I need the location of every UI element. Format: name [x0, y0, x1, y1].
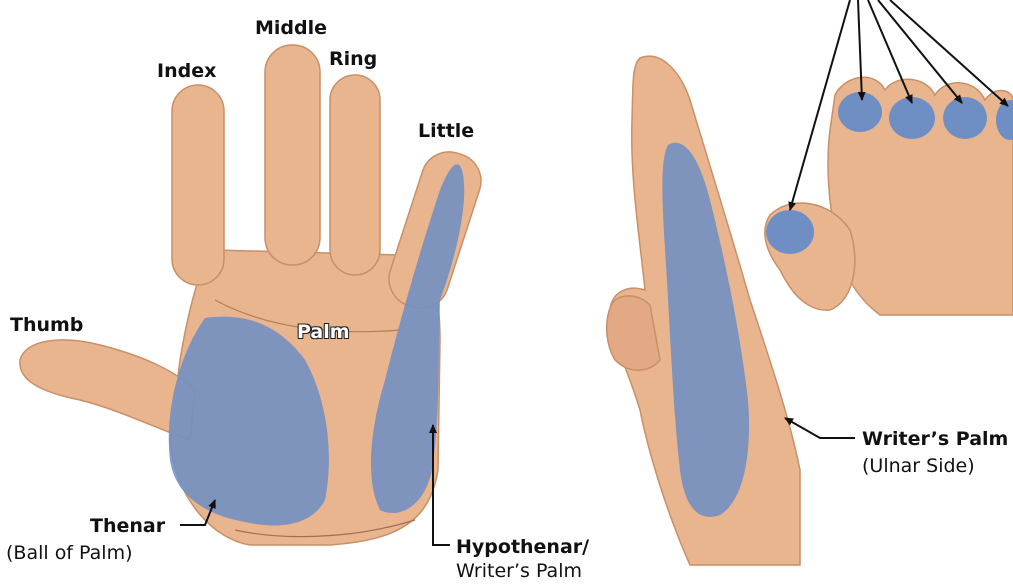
label-ring: Ring — [329, 48, 377, 70]
label-thenar: Thenar — [90, 515, 165, 537]
thumb-tip-highlight — [766, 210, 814, 254]
writers-palm-leader — [785, 418, 855, 438]
ring-tip-highlight — [943, 97, 987, 139]
label-writers-palm-sub: (Ulnar Side) — [862, 455, 975, 477]
label-palm: Palm — [297, 321, 350, 343]
label-index: Index — [157, 60, 216, 82]
index-tip-highlight — [838, 92, 882, 132]
label-thumb: Thumb — [10, 314, 83, 336]
label-little: Little — [418, 120, 474, 142]
label-middle: Middle — [255, 17, 327, 39]
index-finger — [172, 85, 224, 285]
thumb-shape — [20, 340, 195, 440]
label-hypothenar: Hypothenar/ — [456, 536, 589, 558]
ring-finger — [330, 75, 380, 275]
label-hypothenar-sub: Writer’s Palm — [456, 560, 582, 582]
middle-finger — [265, 45, 320, 265]
middle-tip-highlight — [889, 97, 935, 139]
label-thenar-sub: (Ball of Palm) — [6, 542, 133, 564]
side-hand-illustration — [607, 56, 800, 565]
label-writers-palm: Writer’s Palm — [862, 428, 1008, 450]
fingertips-inset — [765, 60, 1013, 315]
